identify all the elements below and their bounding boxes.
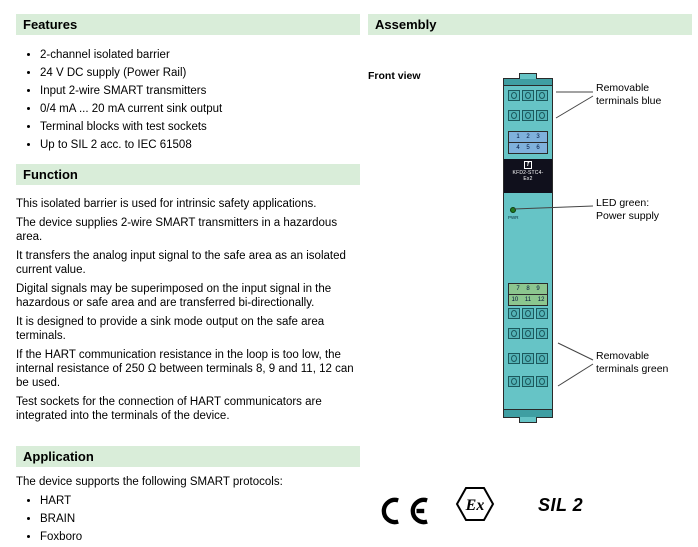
device-bottom-cap: [504, 409, 552, 417]
function-heading: Function: [16, 164, 360, 185]
ex-mark-icon: Ex: [455, 487, 495, 521]
application-list: HART BRAIN Foxboro: [16, 492, 360, 546]
terminal-screw-icon: [508, 110, 520, 121]
list-item: Up to SIL 2 acc. to IEC 61508: [40, 136, 360, 154]
terminal-screw-icon: [508, 353, 520, 364]
terminal-screw-icon: [536, 90, 548, 101]
device-model-line1: KFD2-STC4-: [512, 170, 544, 176]
paragraph: It transfers the analog input signal to …: [16, 250, 346, 276]
callout-led-line2: Power supply: [596, 209, 660, 222]
function-text: This isolated barrier is used for intrin…: [16, 197, 360, 428]
features-list: 2-channel isolated barrier 24 V DC suppl…: [16, 46, 360, 154]
callout-led-line1: LED green:: [596, 197, 650, 209]
list-item: Terminal blocks with test sockets: [40, 118, 360, 136]
terminal-screw-icon: [522, 328, 534, 339]
paragraph: If the HART communication resistance in …: [16, 349, 354, 389]
terminal-screw-icon: [536, 308, 548, 319]
terminal-number-row: 1 2 3: [509, 132, 547, 143]
mounting-tab-bottom: [519, 417, 537, 423]
features-heading: Features: [16, 14, 360, 35]
terminal-screw-icon: [508, 376, 520, 387]
terminal-screw-icon: [508, 328, 520, 339]
ex-mark-label: Ex: [465, 497, 485, 514]
paragraph: It is designed to provide a sink mode ou…: [16, 316, 325, 342]
terminal-number-row: 4 5 6: [516, 145, 540, 151]
terminal-screw-icon: [536, 110, 548, 121]
terminal-screw-row: [508, 308, 548, 319]
application-intro: The device supports the following SMART …: [16, 476, 283, 488]
assembly-heading: Assembly: [368, 14, 692, 35]
callout-removable-terminals-blue: Removable terminals blue: [596, 82, 662, 107]
sil-rating-label: SIL 2: [538, 495, 584, 515]
terminal-screw-icon: [508, 308, 520, 319]
terminal-screw-icon: [522, 90, 534, 101]
terminal-screw-icon: [536, 328, 548, 339]
power-led-label: PWR: [508, 215, 519, 220]
terminal-screw-icon: [522, 308, 534, 319]
terminal-numbers-top: 1 2 3 4 5 6: [508, 131, 548, 154]
list-item: BRAIN: [40, 510, 360, 528]
ce-mark-icon: [381, 497, 428, 525]
terminal-screw-row: [508, 110, 548, 121]
device-label-band: f KFD2-STC4- Ex2: [504, 159, 552, 193]
terminal-screw-icon: [522, 353, 534, 364]
list-item: 2-channel isolated barrier: [40, 46, 360, 64]
front-view-label: Front view: [368, 70, 421, 82]
terminal-screw-icon: [508, 90, 520, 101]
list-item: 24 V DC supply (Power Rail): [40, 64, 360, 82]
callout-removable-terminals-green: Removable terminals green: [596, 350, 669, 375]
device-top-cap: [504, 79, 552, 86]
list-item: Foxboro: [40, 528, 360, 546]
mounting-tab-top: [519, 73, 537, 79]
features-heading-label: Features: [23, 17, 78, 32]
terminal-screw-row: [508, 353, 548, 364]
manufacturer-logo: f: [524, 161, 532, 169]
list-item: Input 2-wire SMART transmitters: [40, 82, 360, 100]
terminal-number-row: 7 8 9: [509, 284, 547, 295]
terminal-screw-icon: [522, 110, 534, 121]
paragraph: This isolated barrier is used for intrin…: [16, 198, 317, 210]
device-model-line2: Ex2: [523, 176, 533, 182]
list-item: HART: [40, 492, 360, 510]
barrier-device-drawing: 1 2 3 4 5 6 f KFD2-STC4- Ex2 PWR 7 8 9 1…: [503, 73, 553, 423]
terminal-screw-row: [508, 328, 548, 339]
power-led-icon: [510, 207, 516, 213]
paragraph: The device supplies 2-wire SMART transmi…: [16, 217, 338, 243]
terminal-screw-row: [508, 376, 548, 387]
function-heading-label: Function: [23, 167, 78, 182]
terminal-screw-row: [508, 90, 548, 101]
callout-led-green: LED green: Power supply: [596, 197, 688, 222]
assembly-heading-label: Assembly: [375, 17, 437, 32]
terminal-number-row: 10 11 12: [511, 297, 545, 303]
terminal-screw-icon: [522, 376, 534, 387]
terminal-screw-icon: [536, 353, 548, 364]
terminal-numbers-bottom: 7 8 9 10 11 12: [508, 283, 548, 306]
paragraph: Test sockets for the connection of HART …: [16, 396, 322, 422]
application-heading-label: Application: [23, 449, 94, 464]
application-heading: Application: [16, 446, 360, 467]
paragraph: Digital signals may be superimposed on t…: [16, 283, 332, 309]
terminal-screw-icon: [536, 376, 548, 387]
list-item: 0/4 mA ... 20 mA current sink output: [40, 100, 360, 118]
